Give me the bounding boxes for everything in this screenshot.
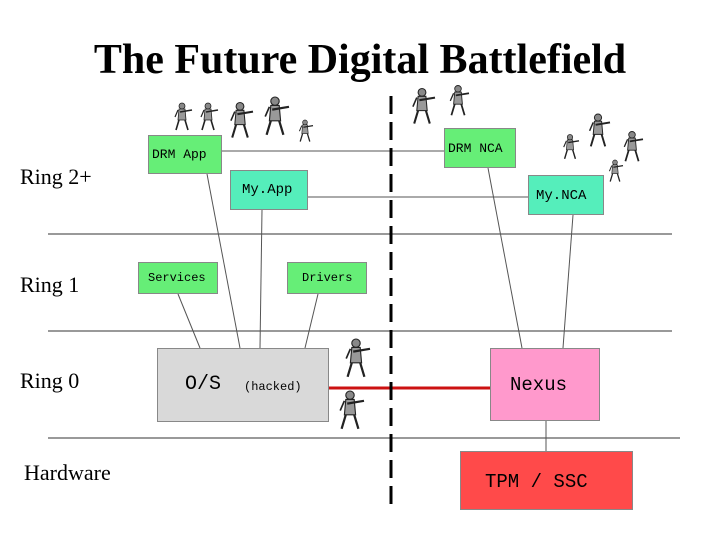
page-title: The Future Digital Battlefield <box>93 37 627 83</box>
soldier-icon <box>588 113 611 148</box>
link-drivers-os <box>304 293 319 349</box>
soldier-icon <box>229 101 255 139</box>
ring2-label: Ring 2+ <box>20 164 92 189</box>
nexus-box: Nexus <box>490 348 600 421</box>
hardware-label: Hardware <box>24 460 111 485</box>
my-app-box: My.App <box>230 170 308 210</box>
soldier-icon <box>623 130 644 163</box>
drm-app-label: DRM App <box>152 147 207 162</box>
soldier-icon <box>339 389 366 430</box>
link-mynca-nexus <box>562 214 574 349</box>
drm-nca-box: DRM NCA <box>444 128 516 168</box>
soldier-icon <box>174 102 193 131</box>
soldier-icon <box>562 133 580 160</box>
ring1-label: Ring 1 <box>20 272 80 297</box>
services-box: Services <box>138 262 218 294</box>
soldier-icon <box>411 87 437 125</box>
drm-nca-label: DRM NCA <box>448 141 503 156</box>
services-label: Services <box>148 271 206 285</box>
drivers-box: Drivers <box>287 262 367 294</box>
link-drmapp-os <box>206 173 241 349</box>
tpm-box: TPM / SSC <box>460 451 633 510</box>
os-label: O/S <box>185 373 222 396</box>
soldier-icon <box>298 119 314 143</box>
ring0-label: Ring 0 <box>20 368 80 393</box>
os-hacked-note: (hacked) <box>244 380 302 394</box>
link-services-os <box>177 293 201 349</box>
my-nca-label: My.NCA <box>536 188 587 204</box>
soldier-icon <box>608 159 624 183</box>
nexus-label: Nexus <box>510 374 568 396</box>
soldier-icon <box>345 337 372 378</box>
soldier-icon <box>264 95 291 136</box>
link-myapp-os <box>259 209 263 349</box>
my-app-label: My.App <box>242 182 293 198</box>
os-box: O/S (hacked) <box>157 348 329 422</box>
soldier-icon <box>449 84 470 117</box>
drivers-label: Drivers <box>302 271 353 285</box>
tpm-label: TPM / SSC <box>485 471 588 493</box>
drm-app-box: DRM App <box>148 135 222 174</box>
link-drmnca-nexus <box>487 167 523 349</box>
my-nca-box: My.NCA <box>528 175 604 215</box>
soldier-icon <box>200 102 219 131</box>
